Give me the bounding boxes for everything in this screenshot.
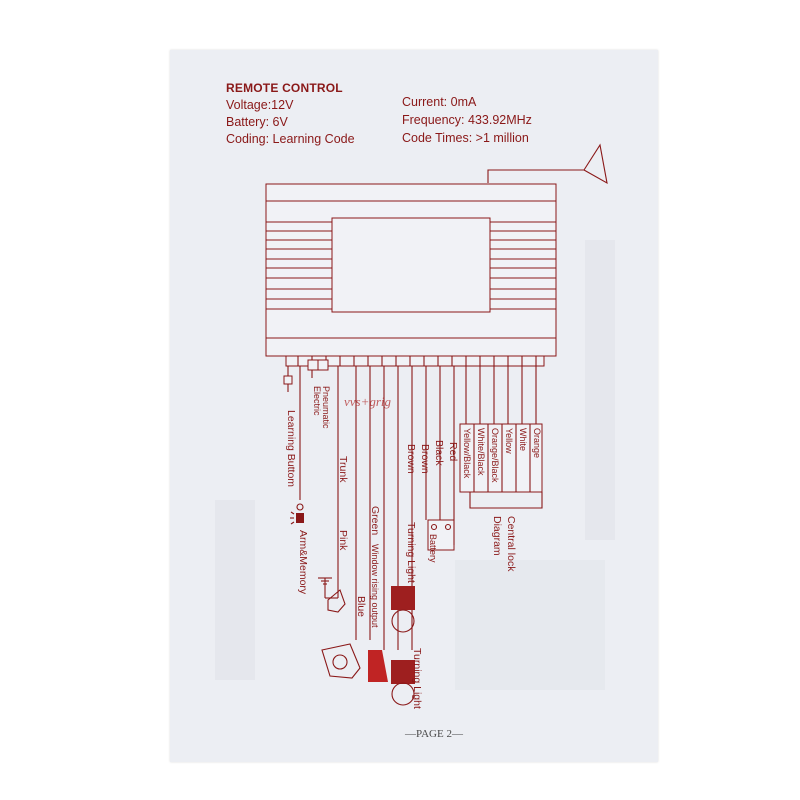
pneumatic-label: Pneumatic [321,386,331,429]
brown-1-label: Brown [405,444,417,474]
turning-light-2-label: Turning Light [411,648,423,709]
central-lock-wires [459,366,543,509]
lock-wire-yellow: Yellow [504,428,514,454]
electric-label: Electric [312,386,322,416]
lock-wire-orange: Orange [532,428,542,458]
coding-spec: Coding: Learning Code [226,132,355,146]
black-label: Black [433,440,445,466]
manual-page [170,50,658,762]
title: REMOTE CONTROL [226,81,343,95]
window-rising-wire [321,366,371,679]
lock-wire-yellow-black: Yellow/Black [462,428,472,479]
brown-2-label: Brown [419,444,431,474]
voltage-spec: Voltage:12V [226,98,294,112]
arm-memory-label: Arm&Memory [297,530,309,595]
current-spec: Current: 0mA [402,95,477,109]
lock-wire-white: White [518,428,528,451]
pink-label: Pink [337,530,349,551]
blue-label: Blue [355,596,367,617]
lock-wire-orange-black: Orange/Black [490,428,500,483]
trunk-label: Trunk [337,456,349,483]
green-label: Green [369,506,381,535]
watermark: vvs+grig [344,394,392,409]
battery-spec: Battery: 6V [226,115,288,129]
central-lock-diagram-label: Diagram [491,516,503,556]
trunk-wire [318,366,346,613]
learning-button-wire [283,366,304,525]
turning-light-wires [368,366,455,706]
window-rising-label: Window rising output [370,544,380,628]
red-label: Red [447,442,459,461]
pneumatic-connector [307,359,329,378]
bleed-through-text [215,240,615,690]
frequency-spec: Frequency: 433.92MHz [402,113,532,127]
page-number: —PAGE 2— [404,728,464,740]
code-times-spec: Code Times: >1 million [402,131,529,145]
battery-label: Battery [428,534,438,563]
lock-wire-white-black: White/Black [476,428,486,476]
central-lock-label: Central lock [505,516,517,572]
control-unit [265,183,557,367]
learning-button-label: Learning Buttom [285,410,297,487]
turning-light-1-label: Turning Light [405,522,417,583]
antenna [487,143,608,185]
